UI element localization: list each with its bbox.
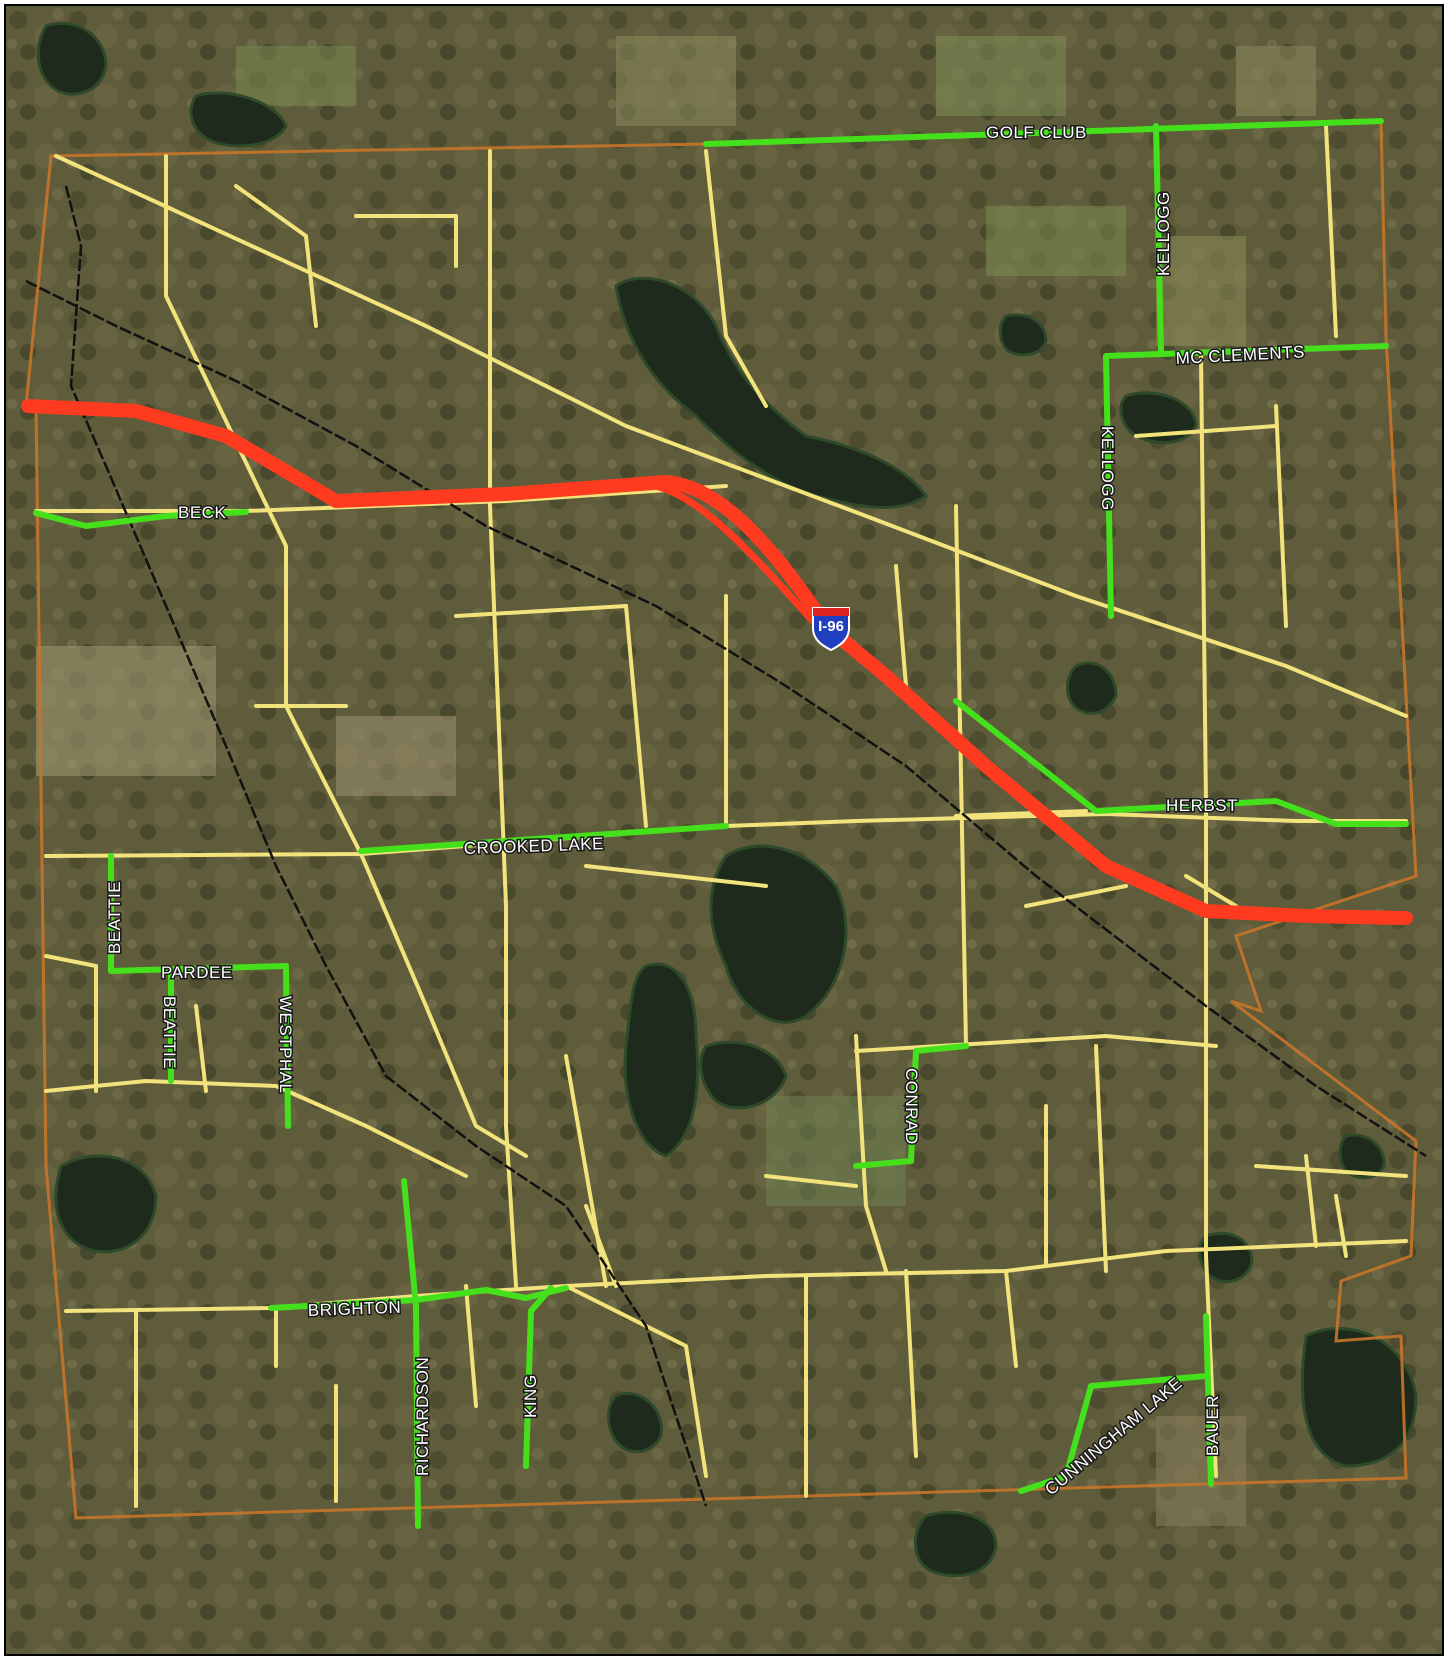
label-conrad: CONRAD [902, 1068, 921, 1145]
label-beattie-south: BEATTIE [160, 996, 179, 1069]
label-kellogg-south: KELLOGG [1098, 426, 1117, 511]
i96-shield-icon: I-96 [812, 607, 850, 652]
mc-clements-road [1103, 343, 1389, 359]
lake-small-center [699, 1040, 788, 1110]
lake-southeast [1300, 1327, 1418, 1468]
lake-north [614, 276, 929, 509]
lake-nw [36, 21, 108, 96]
i96-shield-label: I-96 [818, 618, 844, 635]
lake-east-1 [1119, 391, 1198, 445]
lake-south-2 [607, 1391, 663, 1454]
township-boundary [24, 119, 1418, 1520]
interstate-i96 [21, 399, 1413, 925]
label-richardson: RICHARDSON [413, 1357, 432, 1476]
label-herbst: HERBST [1166, 796, 1238, 815]
railroads [25, 185, 1427, 1507]
lake-north-east [998, 313, 1048, 357]
westphal-road [283, 963, 291, 1129]
label-brighton: BRIGHTON [307, 1298, 401, 1320]
lake-west [54, 1154, 158, 1254]
lakes [36, 21, 1418, 1578]
label-bauer: BAUER [1203, 1395, 1222, 1456]
railroad-north-south [64, 185, 708, 1507]
pardee-road [108, 963, 289, 974]
label-beattie-north: BEATTIE [105, 881, 124, 954]
map-frame: I-96 GOLF CLUB KELLOGG MC CLEMENTS KELLO… [4, 4, 1444, 1656]
golf-club-road [703, 118, 1384, 147]
lake-north-small [189, 91, 288, 148]
king-road [523, 1285, 554, 1469]
lake-south [913, 1510, 998, 1578]
local-roads [34, 124, 1408, 1508]
kellogg-south-road [1103, 353, 1114, 619]
richardson-road [401, 1178, 421, 1529]
brighton-green-road [268, 1285, 569, 1311]
conrad-road [853, 1043, 969, 1169]
herbst-road [953, 698, 1409, 827]
label-kellogg-north: KELLOGG [1154, 191, 1173, 276]
railroad-ne-sw [25, 279, 1427, 1158]
lake-se-small [1197, 1231, 1254, 1284]
field-patches [36, 36, 1316, 1526]
label-golf-club: GOLF CLUB [986, 123, 1087, 142]
beck-road [33, 509, 249, 529]
cunningham-lake-road [1018, 1373, 1209, 1494]
interstate-i96-ramp [642, 480, 830, 640]
label-beck: BECK [178, 503, 226, 522]
bauer-road [1203, 1313, 1214, 1487]
lake-south-central [623, 962, 700, 1158]
crooked-lake-road [358, 823, 729, 854]
kellogg-north-road [1153, 123, 1164, 354]
label-pardee: PARDEE [161, 963, 233, 982]
lake-east-2 [1066, 661, 1118, 715]
map-canvas[interactable]: I-96 GOLF CLUB KELLOGG MC CLEMENTS KELLO… [6, 6, 1442, 1654]
label-westphal: WESTPHAL [276, 996, 295, 1094]
lake-central [709, 844, 848, 1024]
label-king: KING [521, 1374, 540, 1418]
highlighted-roads [33, 118, 1409, 1529]
lake-sw [1338, 1133, 1386, 1180]
